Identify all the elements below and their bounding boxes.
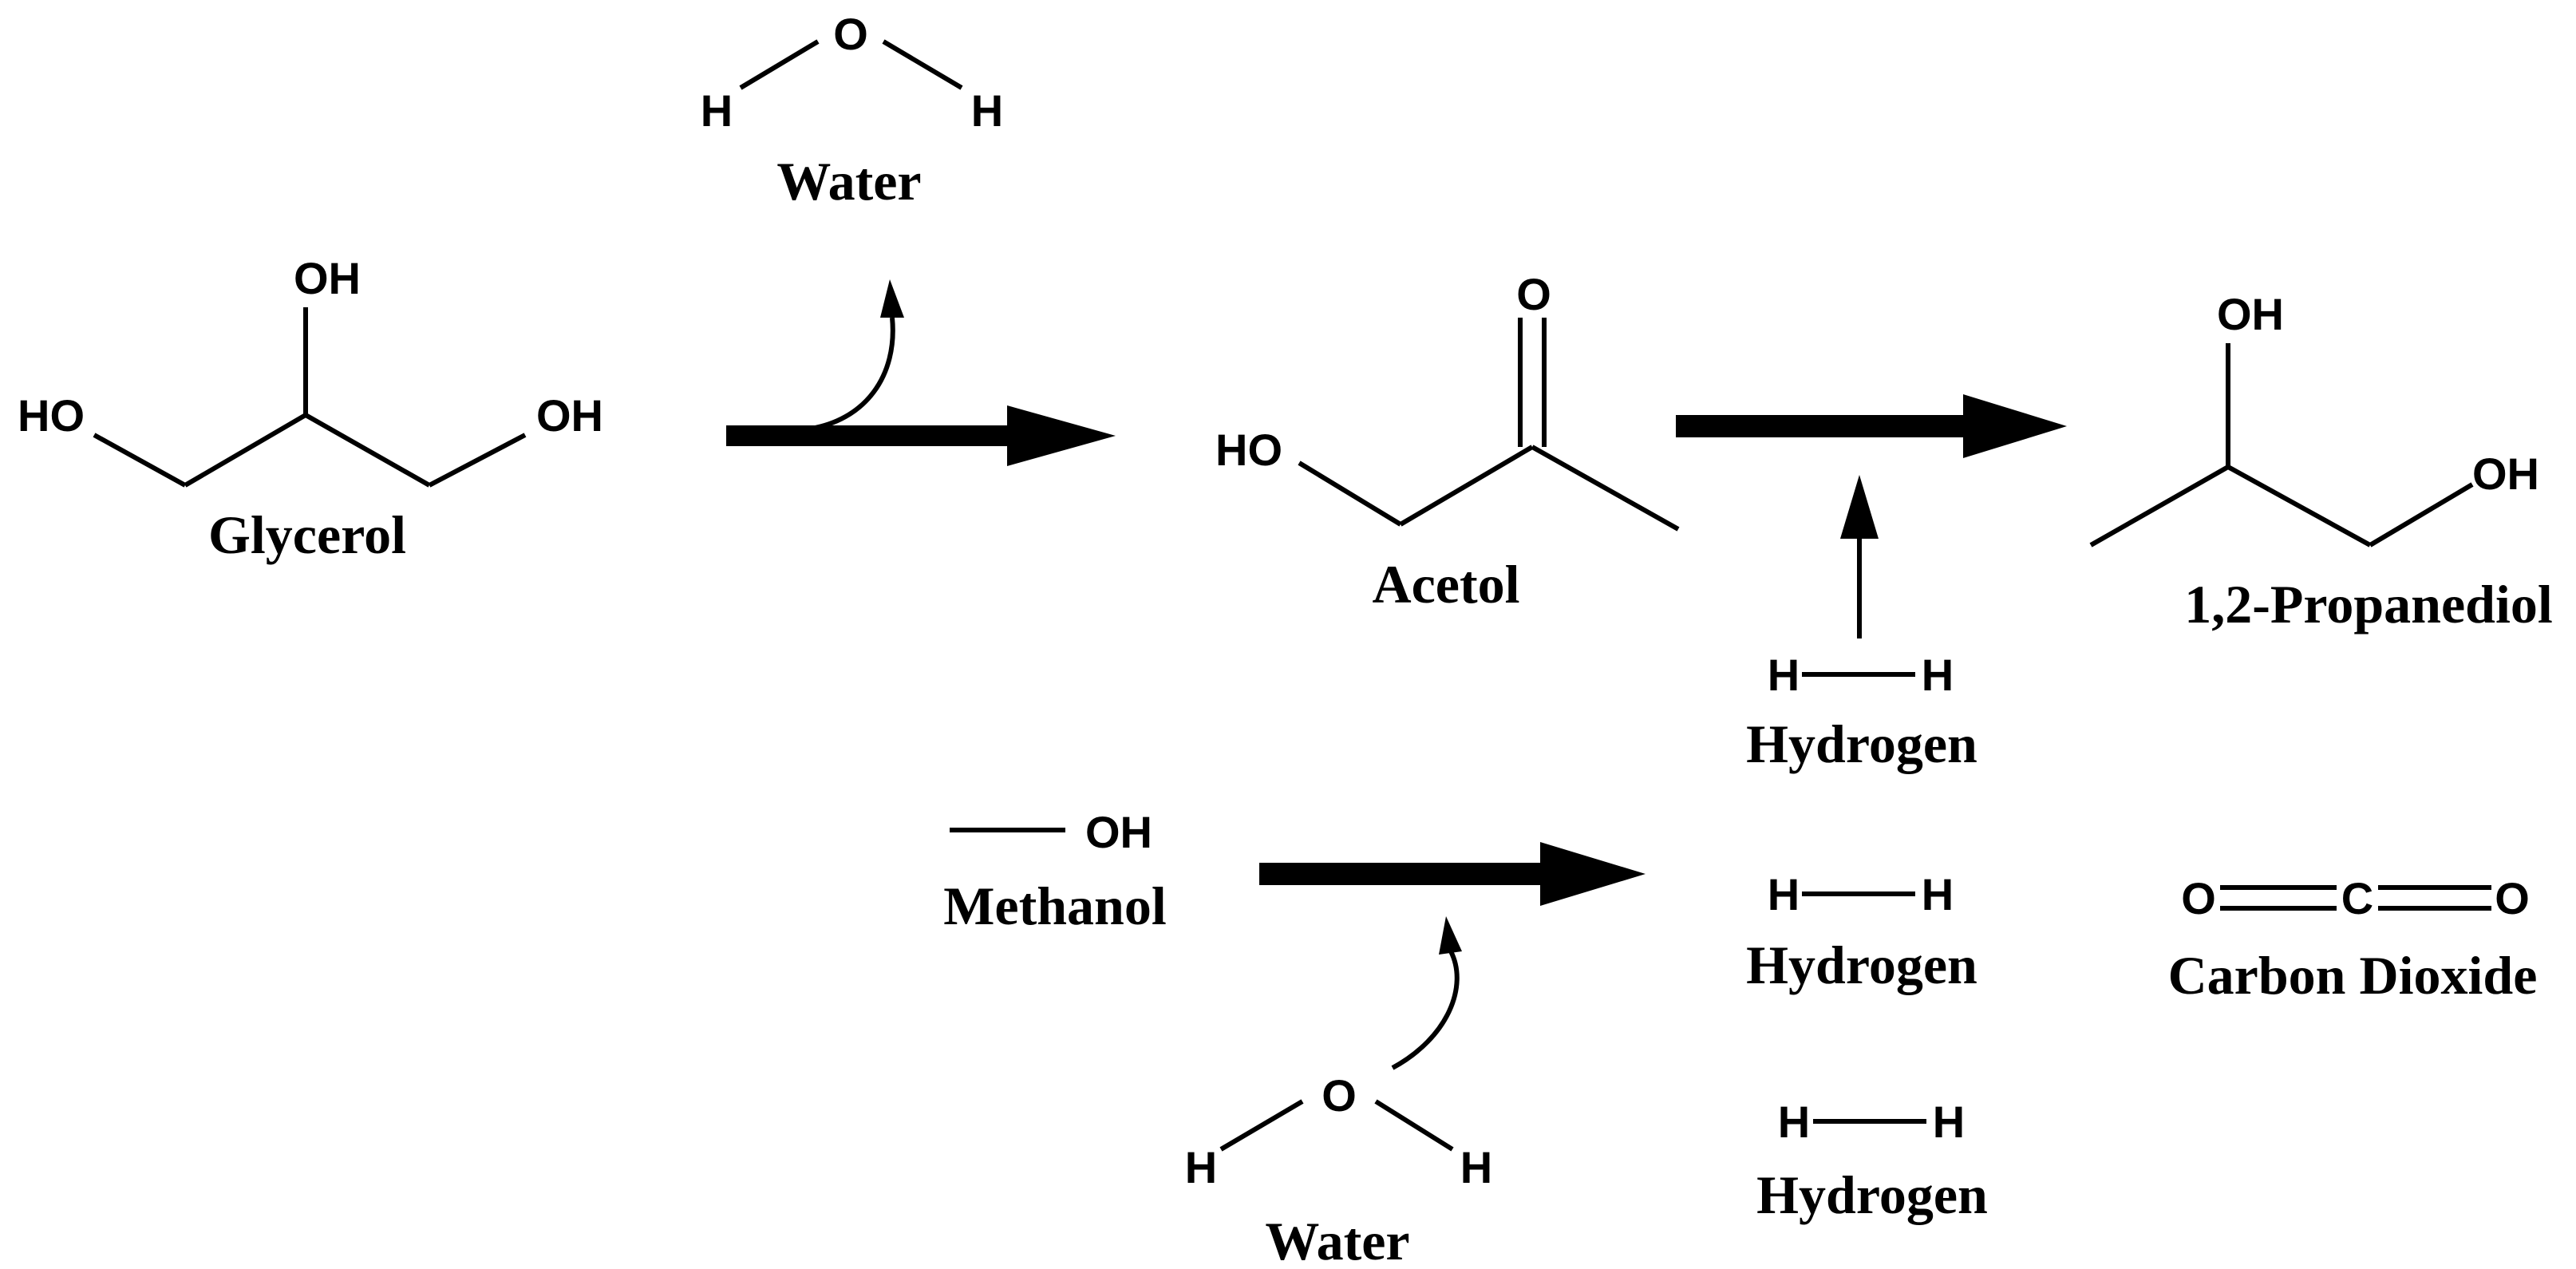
molecule-name: Hydrogen xyxy=(1746,714,1977,774)
molecule-name: Carbon Dioxide xyxy=(2168,945,2538,1006)
molecule-name: Acetol xyxy=(1372,554,1519,615)
bond xyxy=(2369,482,2474,548)
bond xyxy=(304,413,431,488)
atom-label: H xyxy=(1768,869,1800,919)
atom-label: O xyxy=(833,9,868,59)
reaction-arrow-hydrogenation xyxy=(1676,394,2067,638)
atom-label: O xyxy=(1322,1070,1357,1121)
atom-label: H xyxy=(1768,650,1800,700)
atom-label: H xyxy=(1933,1097,1965,1147)
atom-label: H xyxy=(1922,650,1954,700)
arrow-shaft xyxy=(1676,415,1979,437)
bond xyxy=(428,433,527,488)
atom-label: C xyxy=(2341,873,2373,923)
arrowhead-small xyxy=(1439,916,1462,955)
arrow-head xyxy=(1007,405,1116,466)
atom-label: OH xyxy=(294,253,361,303)
acetol-molecule: O HO Acetol xyxy=(1215,269,1680,615)
atom-label: OH xyxy=(536,390,603,441)
bond xyxy=(93,433,187,488)
reaction-arrow-dehydration xyxy=(726,279,1116,466)
arrow-shaft xyxy=(726,425,1013,446)
hydrogen-3-molecule: H H Hydrogen xyxy=(1756,1097,1988,1225)
arrow-shaft xyxy=(1259,863,1556,885)
hydrogen-2-molecule: H H Hydrogen xyxy=(1746,869,1977,995)
atom-label: O xyxy=(1516,269,1551,319)
curved-arrow xyxy=(805,317,895,432)
atom-label: H xyxy=(1460,1142,1492,1192)
atom-label: H xyxy=(701,85,733,136)
glycerol-molecule: OH HO OH Glycerol xyxy=(18,253,603,565)
arrow-head xyxy=(1963,394,2067,458)
atom-label: OH xyxy=(1085,807,1152,857)
curved-arrow xyxy=(1391,950,1460,1070)
atom-label: H xyxy=(1922,869,1954,919)
molecule-name: 1,2-Propanediol xyxy=(2184,574,2553,634)
bond xyxy=(1298,461,1402,527)
bond xyxy=(184,413,307,488)
bond xyxy=(2226,465,2372,548)
arrow-head xyxy=(1540,842,1646,906)
hydrogen-1-molecule: H H Hydrogen xyxy=(1746,650,1977,774)
atom-label: HO xyxy=(18,390,85,441)
carbon-dioxide-molecule: O C O Carbon Dioxide xyxy=(2168,873,2538,1006)
bond xyxy=(1374,1099,1454,1152)
bond xyxy=(1399,445,1534,527)
bond xyxy=(1531,445,1680,532)
atom-label: OH xyxy=(2472,449,2539,499)
water-top-molecule: O H H Water xyxy=(701,9,1003,212)
molecule-name: Hydrogen xyxy=(1746,935,1977,995)
methanol-molecule: OH Methanol xyxy=(943,807,1167,936)
molecule-name: Glycerol xyxy=(208,504,406,565)
atom-label: O xyxy=(2181,873,2216,923)
bond xyxy=(739,39,820,90)
atom-label: H xyxy=(1778,1097,1810,1147)
bond xyxy=(882,39,963,90)
water-bottom-molecule: O H H Water xyxy=(1185,1070,1492,1269)
atom-label: OH xyxy=(2217,289,2284,339)
atom-label: H xyxy=(1185,1142,1217,1192)
bond xyxy=(1219,1099,1304,1152)
propanediol-molecule: OH OH 1,2-Propanediol xyxy=(2089,289,2553,634)
molecule-name: Water xyxy=(776,151,921,212)
molecule-name: Water xyxy=(1265,1211,1409,1269)
bond xyxy=(2089,465,2230,548)
atom-label: HO xyxy=(1215,425,1282,475)
atom-label: H xyxy=(971,85,1003,136)
molecule-name: Hydrogen xyxy=(1756,1164,1988,1225)
atom-label: O xyxy=(2495,873,2530,923)
molecule-name: Methanol xyxy=(943,876,1167,936)
reaction-arrow-reforming xyxy=(1259,842,1646,1070)
arrowhead-small xyxy=(880,279,904,318)
arrowhead-small xyxy=(1840,475,1879,539)
